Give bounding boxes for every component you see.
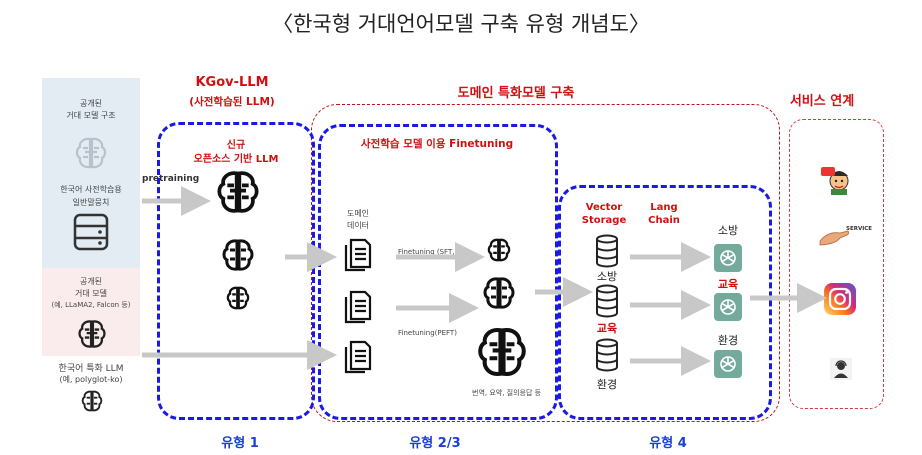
pretraining-label: pretraining bbox=[142, 174, 200, 184]
page-title: 〈한국형 거대언어모델 구축 유형 개념도〉 bbox=[272, 12, 650, 36]
app-label-education: 교육 bbox=[717, 278, 739, 291]
vector-label-1: Vector bbox=[585, 202, 623, 213]
langchain-label-1: Lang bbox=[650, 202, 678, 213]
chatgpt-icon bbox=[714, 244, 742, 272]
kgov-title: KGov-LLM bbox=[195, 75, 269, 90]
finetune-sft-label: Finetuning (SFT,RM) bbox=[398, 248, 469, 256]
domain-data-label-2: 데이터 bbox=[346, 221, 370, 230]
public-struct-label-1: 공개된 bbox=[79, 99, 103, 108]
tasks-label: 번역, 요약, 질의응답 등 bbox=[472, 389, 542, 397]
db-label-environment: 환경 bbox=[596, 378, 618, 391]
db-label-fire: 소방 bbox=[596, 270, 618, 283]
db-label-education: 교육 bbox=[596, 322, 618, 335]
document-icon bbox=[344, 290, 372, 324]
korean-llm-brain-icon bbox=[81, 390, 103, 412]
chatgpt-icon bbox=[714, 350, 742, 378]
service-box bbox=[789, 119, 884, 409]
type1-label: 유형 1 bbox=[221, 436, 259, 451]
document-icon bbox=[344, 238, 372, 272]
vector-label-2: Storage bbox=[581, 215, 627, 226]
domain-data-label-1: 도메인 bbox=[346, 209, 370, 218]
langchain-label-2: Chain bbox=[648, 215, 680, 226]
public-model-brain-icon bbox=[78, 320, 106, 348]
corpus-label-2: 일반말뭉치 bbox=[72, 198, 110, 207]
service-section-title: 서비스 연계 bbox=[789, 94, 855, 109]
corpus-label-1: 한국어 사전학습용 bbox=[60, 185, 122, 194]
new-llm-label-1: 신규 bbox=[226, 140, 246, 151]
app-label-fire: 소방 bbox=[717, 224, 739, 237]
large-brain-icon bbox=[217, 171, 259, 213]
peft-brain-icon bbox=[478, 328, 526, 376]
new-llm-label-2: 오픈소스 기반 LLM bbox=[193, 154, 279, 165]
domain-section-title: 도메인 특화모델 구축 bbox=[457, 86, 575, 101]
corpus-database-icon bbox=[73, 213, 109, 251]
public-struct-label-2: 거대 모델 구조 bbox=[66, 111, 116, 120]
instagram-icon bbox=[824, 283, 856, 315]
document-icon bbox=[344, 340, 372, 374]
service-hand-icon bbox=[819, 230, 850, 246]
cartoon-character-icon bbox=[821, 167, 849, 195]
public-structure-panel bbox=[42, 78, 140, 268]
support-agent-icon bbox=[830, 358, 852, 380]
sft-brain-icon bbox=[487, 238, 511, 262]
type23-box bbox=[318, 124, 558, 420]
type23-label: 유형 2/3 bbox=[409, 436, 461, 451]
service-label: SERVICE bbox=[846, 226, 873, 232]
vector-db-icon bbox=[596, 234, 618, 268]
small-brain-icon bbox=[226, 286, 250, 310]
public-model-label-2: 거대 모델 bbox=[75, 289, 107, 298]
korean-llm-label-2: (예, polyglot-ko) bbox=[59, 375, 123, 384]
public-model-label-3: (예, LLaMA2, Falcon 등) bbox=[51, 301, 131, 309]
faded-brain-icon bbox=[75, 137, 107, 169]
public-model-label-1: 공개된 bbox=[79, 277, 103, 286]
medium-brain-icon bbox=[222, 239, 254, 271]
type4-box bbox=[558, 185, 772, 420]
finetuned-brain-icon bbox=[483, 277, 515, 309]
vector-db-icon bbox=[596, 284, 618, 318]
app-label-environment: 환경 bbox=[717, 334, 739, 347]
finetune-title: 사전학습 모델 이용 Finetuning bbox=[360, 138, 514, 150]
kgov-subtitle: (사전학습된 LLM) bbox=[189, 96, 275, 108]
vector-db-icon bbox=[596, 338, 618, 372]
type4-label: 유형 4 bbox=[649, 436, 687, 451]
korean-llm-label-1: 한국어 특화 LLM bbox=[58, 364, 124, 374]
finetune-peft-label: Finetuning(PEFT) bbox=[398, 329, 457, 337]
chatgpt-icon bbox=[714, 293, 742, 321]
